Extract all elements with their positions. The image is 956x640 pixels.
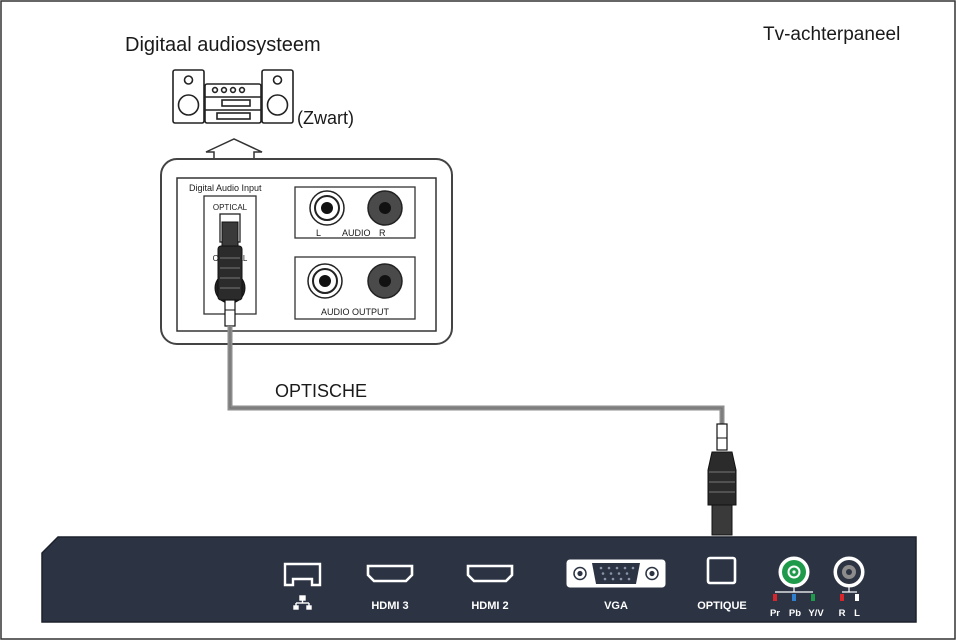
yv-label: Y/V [808,608,824,619]
pb-indicator [792,594,796,601]
l-label: L [854,608,860,619]
hdmi3-port[interactable] [366,564,414,583]
hdmi2-label: HDMI 2 [471,600,508,612]
optique-label: OPTIQUE [697,600,747,612]
r-label: R [839,608,846,619]
tv-optical-port[interactable] [706,556,737,585]
hdmi3-label: HDMI 3 [371,600,408,612]
audio-system-title: Digitaal audiosysteem [125,34,321,56]
hdmi2-port[interactable] [466,564,514,583]
tv-optical-plug [707,423,737,536]
up-arrow-icon [205,138,263,160]
optical-label: OPTICAL [213,203,248,212]
audio-input-jack[interactable] [833,556,865,588]
audio-r-indicator [840,594,844,601]
pr-indicator [773,594,777,601]
lan-port[interactable] [283,562,322,587]
vga-label: VGA [604,600,628,612]
pr-label: Pr [770,608,780,619]
panel-title: Tv-achterpaneel [763,24,900,45]
vga-port[interactable] [566,559,666,588]
receiver-optical-plug [217,221,243,327]
pb-label: Pb [789,608,801,619]
cable-label: OPTISCHE [275,381,367,401]
network-icon [293,595,312,610]
audio-l-label: L [316,228,321,238]
stereo-system-icon [172,69,294,124]
digital-audio-input-heading: Digital Audio Input [189,183,262,193]
color-note: (Zwart) [297,108,354,128]
yv-indicator [811,594,815,601]
component-video-jack[interactable] [778,556,810,588]
audio-l-indicator [855,594,859,601]
audio-label: AUDIO [342,228,371,238]
audio-output-label: AUDIO OUTPUT [321,307,390,317]
audio-r-label: R [379,228,386,238]
